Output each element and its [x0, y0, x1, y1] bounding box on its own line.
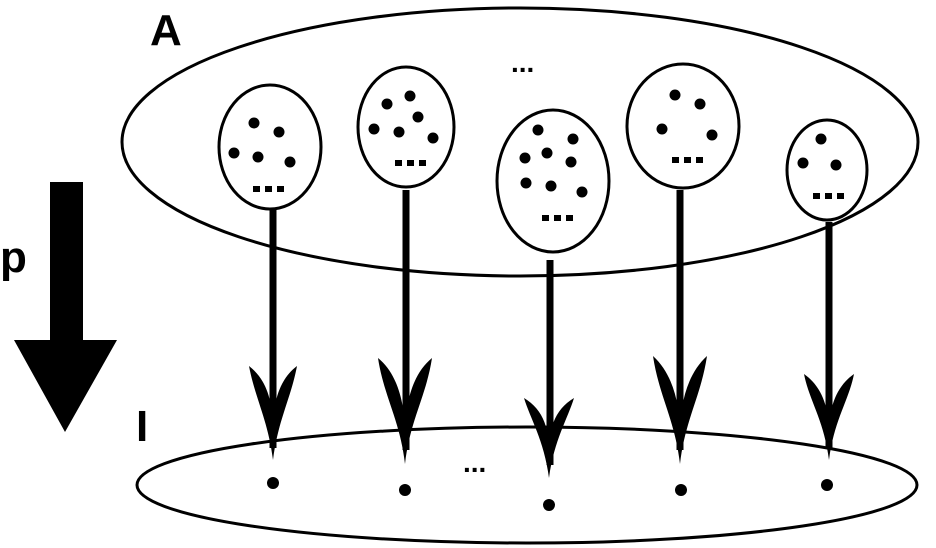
fiber-arrow-2 — [378, 190, 432, 496]
element-dot — [273, 126, 285, 138]
more-dots — [672, 157, 703, 163]
element-dot — [427, 132, 439, 144]
fiber-ellipse — [356, 65, 456, 189]
element-dot — [565, 156, 577, 168]
more-dots — [395, 160, 426, 166]
element-dot — [252, 151, 264, 163]
more-dots — [253, 186, 284, 192]
base-point — [267, 477, 279, 489]
ellipsis-top: ... — [511, 47, 534, 78]
fiber-ellipse — [625, 62, 741, 190]
more-dots — [813, 193, 844, 199]
fiber-arrow-3 — [524, 260, 574, 511]
fiber-4 — [625, 62, 741, 190]
fiber-arrow-5 — [804, 222, 854, 491]
fiber-ellipse — [217, 83, 323, 211]
element-dot — [532, 124, 544, 136]
element-dot — [519, 152, 531, 164]
element-dot — [248, 117, 260, 129]
element-dot — [576, 186, 588, 198]
element-dot — [815, 133, 827, 145]
base-point — [821, 479, 833, 491]
element-dot — [284, 156, 296, 168]
fiber-ellipse — [785, 118, 869, 222]
fiber-arrow-1 — [249, 210, 297, 489]
fiber-5 — [785, 118, 869, 222]
label-a: A — [150, 6, 182, 55]
set-i-ellipse — [135, 425, 919, 545]
element-dot — [412, 111, 424, 123]
element-dot — [545, 180, 557, 192]
element-dot — [368, 123, 380, 135]
element-dot — [656, 123, 668, 135]
element-dot — [381, 98, 393, 110]
label-p: p — [0, 233, 27, 282]
fiber-arrow-4 — [653, 190, 707, 496]
element-dot — [694, 98, 706, 110]
more-dots — [542, 215, 573, 221]
fiber-1 — [217, 83, 323, 211]
fiber-2 — [356, 65, 456, 189]
base-point — [399, 484, 411, 496]
element-dot — [669, 89, 681, 101]
element-dot — [404, 90, 416, 102]
element-dot — [567, 133, 579, 145]
element-dot — [706, 129, 718, 141]
element-dot — [393, 126, 405, 138]
base-point — [543, 499, 555, 511]
set-a-ellipse — [120, 6, 920, 278]
projection-arrow — [14, 182, 117, 432]
ellipsis-bottom: ... — [463, 447, 486, 478]
element-dot — [541, 147, 553, 159]
element-dot — [830, 159, 842, 171]
element-dot — [520, 177, 532, 189]
label-i: I — [136, 402, 148, 451]
element-dot — [228, 147, 240, 159]
fiber-3 — [495, 108, 611, 254]
element-dot — [797, 157, 809, 169]
base-point — [675, 484, 687, 496]
